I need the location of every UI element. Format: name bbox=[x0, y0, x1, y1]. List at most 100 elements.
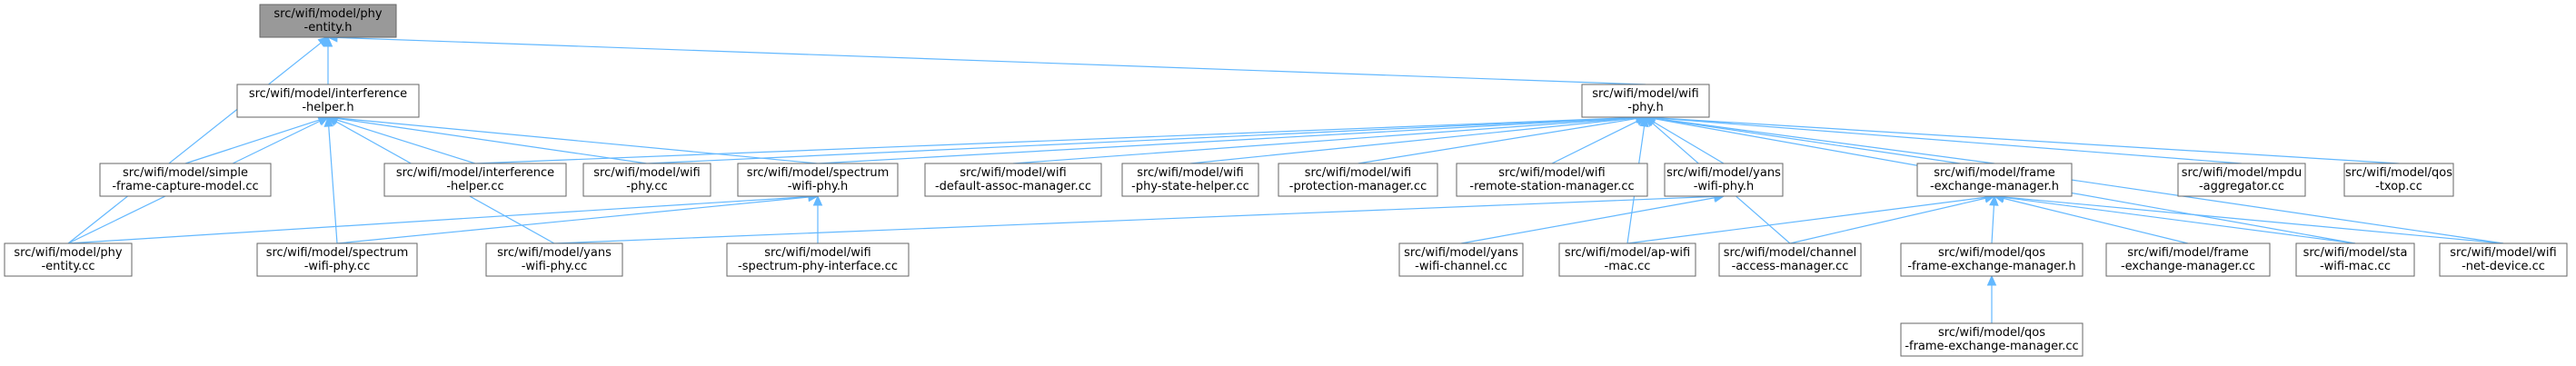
node-label-line: src/wifi/model/wifi bbox=[1305, 166, 1411, 180]
node-label-line: -access-manager.cc bbox=[1732, 260, 1849, 273]
edge-line bbox=[646, 116, 1637, 164]
graph-node-wifi-default-assoc-manager-cc[interactable]: src/wifi/model/wifi-default-assoc-manage… bbox=[924, 163, 1102, 197]
graph-node-spectrum-wifi-phy-h[interactable]: src/wifi/model/spectrum-wifi-phy.h bbox=[737, 163, 899, 197]
node-label-line: src/wifi/model/mpdu bbox=[2182, 166, 2302, 180]
edge-line bbox=[2003, 197, 2189, 244]
node-label-line: src/wifi/model/wifi bbox=[1137, 166, 1243, 180]
dependency-edge bbox=[323, 35, 333, 84]
graph-node-frame-exchange-manager-h[interactable]: src/wifi/model/frame-exchange-manager.h bbox=[1916, 163, 2073, 197]
node-label-line: src/wifi/model/spectrum bbox=[747, 166, 890, 180]
graph-node-spectrum-wifi-phy-cc[interactable]: src/wifi/model/spectrum-wifi-phy.cc bbox=[256, 242, 418, 277]
graph-node-wifi-spectrum-phy-interface-cc[interactable]: src/wifi/model/wifi-spectrum-phy-interfa… bbox=[726, 242, 910, 277]
node-label-line: -entity.cc bbox=[41, 260, 94, 273]
edge-line bbox=[1789, 197, 1986, 244]
edge-arrowhead bbox=[1989, 194, 1999, 206]
node-label-line: -phy.h bbox=[1627, 101, 1663, 114]
graph-node-yans-wifi-channel-cc[interactable]: src/wifi/model/yans-wifi-channel.cc bbox=[1398, 242, 1524, 277]
edge-arrowhead bbox=[812, 194, 823, 206]
graph-node-wifi-protection-manager-cc[interactable]: src/wifi/model/wifi-protection-manager.c… bbox=[1278, 163, 1438, 197]
edge-line bbox=[1189, 117, 1637, 164]
edge-line bbox=[2003, 196, 2504, 244]
graph-nodes: src/wifi/model/phy-entity.hsrc/wifi/mode… bbox=[4, 4, 2568, 357]
graph-node-wifi-phy-cc[interactable]: src/wifi/model/wifi-phy.cc bbox=[582, 163, 711, 197]
dependency-edge bbox=[474, 113, 1647, 164]
node-label-line: -helper.h bbox=[302, 101, 353, 114]
edge-line bbox=[336, 119, 476, 164]
node-label-line: -exchange-manager.cc bbox=[2121, 260, 2255, 273]
graph-node-yans-wifi-phy-cc[interactable]: src/wifi/model/yans-wifi-phy.cc bbox=[485, 242, 623, 277]
graph-node-channel-access-manager-cc[interactable]: src/wifi/model/channel-access-manager.cc bbox=[1718, 242, 1862, 277]
node-label-line: src/wifi/model/wifi bbox=[593, 166, 700, 180]
graph-node-interference-helper-cc[interactable]: src/wifi/model/interference-helper.cc bbox=[383, 163, 567, 197]
graph-node-interference-helper-h[interactable]: src/wifi/model/interference-helper.h bbox=[236, 84, 420, 118]
edge-line bbox=[1012, 117, 1637, 164]
node-label-line: src/wifi/model/yans bbox=[497, 246, 612, 260]
graph-node-phy-entity-h[interactable]: src/wifi/model/phy-entity.h bbox=[259, 4, 397, 38]
node-label-line: -aggregator.cc bbox=[2199, 180, 2284, 193]
dependency-edge bbox=[1986, 274, 1997, 323]
node-box bbox=[582, 163, 711, 197]
edge-line bbox=[336, 196, 810, 244]
edge-line bbox=[67, 196, 810, 244]
node-box bbox=[1558, 242, 1696, 277]
node-box bbox=[4, 242, 133, 277]
node-label-line: src/wifi/model/qos bbox=[1938, 246, 2045, 260]
node-box bbox=[924, 163, 1102, 197]
dependency-edge bbox=[326, 113, 819, 164]
node-label-line: -frame-exchange-manager.h bbox=[1907, 260, 2075, 273]
node-label-line: src/wifi/model/wifi bbox=[960, 166, 1066, 180]
node-box bbox=[383, 163, 567, 197]
node-box bbox=[1664, 163, 1784, 197]
node-label-line: src/wifi/model/phy bbox=[274, 7, 383, 21]
graph-node-mpdu-aggregator-cc[interactable]: src/wifi/model/mpdu-aggregator.cc bbox=[2177, 163, 2306, 197]
graph-node-frame-exchange-manager-cc[interactable]: src/wifi/model/frame-exchange-manager.cc bbox=[2105, 242, 2271, 277]
edge-line bbox=[1358, 117, 1637, 164]
node-label-line: -remote-station-manager.cc bbox=[1469, 180, 1634, 193]
edge-arrowhead bbox=[1639, 115, 1649, 128]
graph-node-yans-wifi-phy-h[interactable]: src/wifi/model/yans-wifi-phy.h bbox=[1664, 163, 1784, 197]
edge-line bbox=[1653, 121, 1725, 164]
node-label-line: -mac.cc bbox=[1605, 260, 1651, 273]
node-box bbox=[2177, 163, 2306, 197]
node-label-line: -wifi-phy.h bbox=[788, 180, 849, 193]
node-label-line: src/wifi/model/yans bbox=[1666, 166, 1781, 180]
node-box bbox=[236, 84, 420, 118]
node-label-line: src/wifi/model/qos bbox=[2345, 166, 2452, 180]
node-box bbox=[2439, 242, 2568, 277]
graph-node-wifi-phy-state-helper-cc[interactable]: src/wifi/model/wifi-phy-state-helper.cc bbox=[1121, 163, 1259, 197]
edge-line bbox=[1654, 117, 2400, 164]
node-label-line: -frame-capture-model.cc bbox=[112, 180, 258, 193]
dependency-edge bbox=[646, 113, 1647, 164]
edge-line bbox=[553, 195, 1716, 244]
node-box bbox=[1916, 163, 2073, 197]
edge-line bbox=[1654, 117, 2504, 244]
edge-line bbox=[474, 116, 1637, 164]
node-box bbox=[1718, 242, 1862, 277]
node-box bbox=[2343, 163, 2454, 197]
node-box bbox=[99, 163, 272, 197]
graph-node-simple-frame-capture-model-cc[interactable]: src/wifi/model/simple-frame-capture-mode… bbox=[99, 163, 272, 197]
node-box bbox=[1456, 163, 1648, 197]
node-label-line: src/wifi/model/qos bbox=[1938, 326, 2045, 340]
node-label-line: -exchange-manager.h bbox=[1930, 180, 2059, 193]
edge-line bbox=[336, 36, 1646, 85]
graph-node-qos-txop-cc[interactable]: src/wifi/model/qos-txop.cc bbox=[2343, 163, 2454, 197]
graph-node-phy-entity-cc[interactable]: src/wifi/model/phy-entity.cc bbox=[4, 242, 133, 277]
dependency-edge bbox=[326, 33, 1646, 85]
edge-line bbox=[1626, 196, 1986, 244]
graph-node-sta-wifi-mac-cc[interactable]: src/wifi/model/sta-wifi-mac.cc bbox=[2295, 242, 2415, 277]
graph-node-wifi-net-device-cc[interactable]: src/wifi/model/wifi-net-device.cc bbox=[2439, 242, 2568, 277]
node-box bbox=[2295, 242, 2415, 277]
graph-node-qos-frame-exchange-manager-h[interactable]: src/wifi/model/qos-frame-exchange-manage… bbox=[1900, 242, 2084, 277]
edge-line bbox=[336, 117, 819, 164]
node-box bbox=[259, 4, 397, 38]
graph-node-ap-wifi-mac-cc[interactable]: src/wifi/model/ap-wifi-mac.cc bbox=[1558, 242, 1696, 277]
graph-node-wifi-phy-h[interactable]: src/wifi/model/wifi-phy.h bbox=[1581, 84, 1710, 118]
node-box bbox=[1278, 163, 1438, 197]
graph-node-wifi-remote-station-manager-cc[interactable]: src/wifi/model/wifi-remote-station-manag… bbox=[1456, 163, 1648, 197]
node-box bbox=[1398, 242, 1524, 277]
node-label-line: -wifi-channel.cc bbox=[1415, 260, 1507, 273]
graph-node-qos-frame-exchange-manager-cc[interactable]: src/wifi/model/qos-frame-exchange-manage… bbox=[1900, 322, 2084, 357]
node-label-line: -wifi-phy.cc bbox=[522, 260, 588, 273]
